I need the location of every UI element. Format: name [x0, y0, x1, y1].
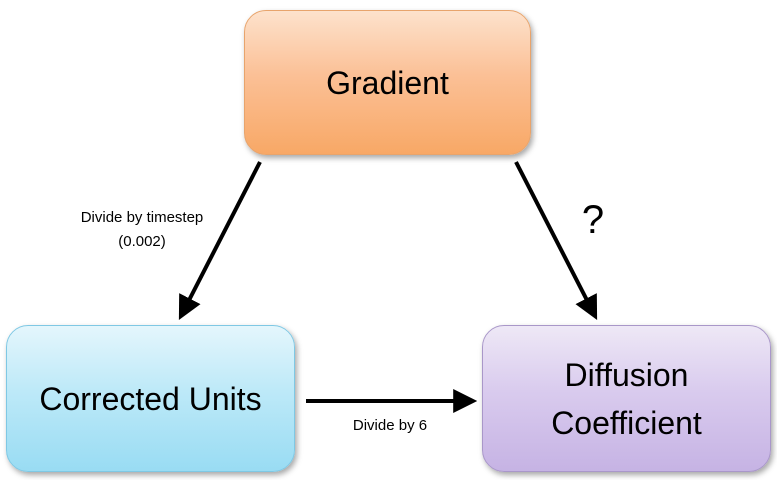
- edge-label-question-mark: ?: [581, 198, 605, 242]
- edge-label-divide-by-timestep: Divide by timestep (0.002): [60, 206, 224, 254]
- edge-label-divide-by-timestep-line1: Divide by timestep: [80, 209, 204, 226]
- diffusion-coefficient-label-line2: Coefficient: [551, 404, 702, 441]
- corrected-units-label: Corrected Units: [39, 380, 262, 417]
- gradient-node: Gradient: [244, 10, 531, 155]
- arrow-gradient-to-corrected-units: [178, 161, 262, 320]
- diffusion-coefficient-label: Diffusion Coefficient: [551, 351, 702, 447]
- edge-label-divide-by-timestep-line2: (0.002): [118, 233, 166, 250]
- gradient-label: Gradient: [326, 64, 449, 101]
- corrected-units-node: Corrected Units: [6, 325, 295, 472]
- arrow-gradient-to-diffusion-coefficient: [514, 161, 598, 320]
- diffusion-coefficient-label-line1: Diffusion: [564, 356, 689, 393]
- edge-label-divide-by-6: Divide by 6: [352, 417, 428, 434]
- diffusion-coefficient-node: Diffusion Coefficient: [482, 325, 771, 472]
